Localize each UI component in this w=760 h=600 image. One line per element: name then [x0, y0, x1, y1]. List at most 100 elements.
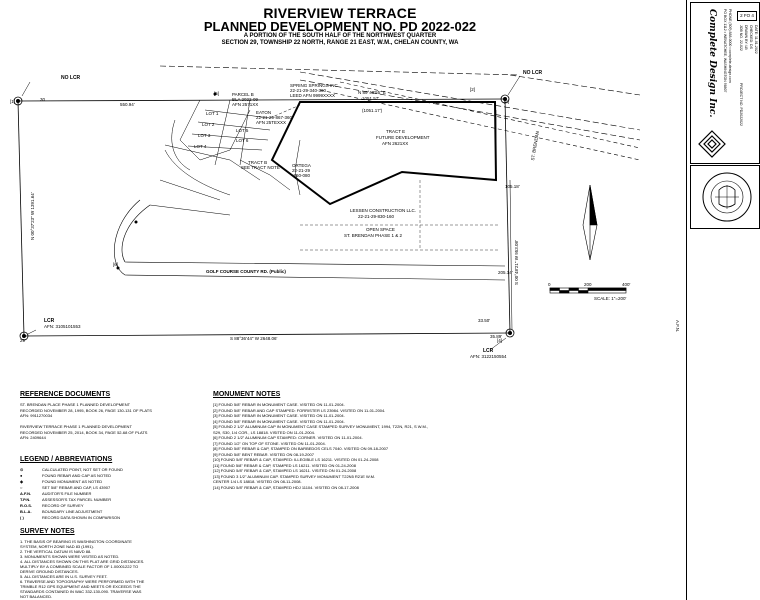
legend-symbol: A.F.N.: [20, 491, 32, 496]
note-line: RECORDED NOVEMBER 28, 1995, BOOK 26, PAG…: [20, 407, 152, 413]
tract-b-note: SEE TRACT NOTE: [241, 165, 280, 170]
location-line-1: A PORTION OF THE SOUTH HALF OF THE NORTH…: [243, 33, 437, 39]
legend-symbol: B.L.A.: [20, 509, 32, 514]
note-line: AFN: 9911270034: [20, 413, 53, 418]
note-line: [8] FOUND 5/8" REBAR & CAP, STAMPED ON B…: [213, 446, 389, 451]
note-line: 4. ALL DISTANCES SHOWN ON THIS PLAT ARE …: [20, 559, 145, 564]
afn-side-label: A.F.N.: [675, 320, 680, 333]
company-phone: PHONE (509) 888-0000 • complete-design.c…: [728, 9, 732, 83]
ortega-parcel: 22-21-29: [292, 168, 311, 173]
scale-400: 400': [622, 282, 631, 287]
note-line: 3. MONUMENTS SHOWN WERE VISITED AS NOTED…: [20, 554, 120, 559]
legend-symbol: ●: [20, 473, 23, 478]
marker-bl-label: [4]: [497, 338, 503, 343]
parcel-b-bla: BLA 2022-09: [232, 97, 259, 102]
note-line: 2. THE VERTICAL DATUM IS NAVD 88.: [20, 549, 92, 554]
legend-text: ASSESSOR'S TAX PARCEL NUMBER: [42, 497, 112, 502]
ortega-label: ORTEGA: [292, 163, 311, 168]
parcel-b-label: PARCEL B: [232, 92, 254, 97]
legend-text: RECORD DATA SHOWN IN COMPARISON: [42, 515, 121, 520]
note-line: ST. BRENDAN PLACE PHASE 1 PLANNED DEVELO…: [20, 402, 131, 407]
project-number: PROJECT NO. PD2022022: [739, 83, 743, 126]
note-line: RECORDED NOVEMBER 25, 2014, BOOK 34, PAG…: [20, 429, 148, 435]
lessen-owner: LESSEN CONSTRUCTION LLC.: [350, 208, 417, 213]
legend-list: ⊙CALCULATED POINT, NOT SET OR FOUND●FOUN…: [20, 467, 123, 521]
legend-symbol: ⊙: [20, 467, 24, 472]
survey-notes-list: 1. THE BASIS OF BEARING IS WASHINGTON CO…: [20, 539, 144, 599]
legend-symbol: ◈: [20, 479, 24, 484]
dist-left-top: 550.94': [120, 102, 135, 107]
scale-200: 200: [584, 282, 592, 287]
road-label: GOLF COURSE COUNTY RD. (Public): [206, 269, 286, 274]
plat-title: RIVERVIEW TERRACE: [263, 5, 417, 21]
right-vertical-bearing: S 00°48'21" W 953.08': [514, 240, 519, 285]
legend-item: B.L.A.BOUNDARY LINE ADJUSTMENT: [20, 509, 123, 515]
company-address: PO BOX 1112 • WENATCHEE, WASHINGTON 9880…: [723, 9, 727, 93]
legend-item: ●FOUND REBAR AND CAP AS NOTED: [20, 473, 123, 479]
legend-item: ⊙CALCULATED POINT, NOT SET OR FOUND: [20, 467, 123, 473]
scale-0: 0: [548, 282, 551, 287]
job-number: JOB NO. 22-022: [739, 25, 743, 51]
lot-1-label: LOT 1: [206, 111, 219, 116]
lcr-right-label: LCR: [483, 348, 494, 354]
legend-item: R.O.S.RECORD OF SURVEY: [20, 503, 123, 509]
location-line-2: SECTION 29, TOWNSHIP 22 NORTH, RANGE 21 …: [221, 40, 459, 46]
lcr-left-label: LCR: [44, 318, 55, 324]
legend-symbol: R.O.S.: [20, 503, 33, 508]
legend-text: AUDITOR'S FILE NUMBER: [42, 491, 92, 496]
lcr-left-afn: AFN: 3105101553: [44, 324, 81, 329]
tract-e-future: FUTURE DEVELOPMENT: [376, 135, 430, 140]
note-line: NOT BALANCED.: [20, 594, 53, 599]
no-lcr-right-label: NO LCR: [523, 70, 543, 76]
note-line: [6] FOUND 2 1/2" ALUMINUM CAP STAMPED: C…: [213, 435, 363, 440]
marker-corner-30: 30: [40, 97, 46, 102]
lessen-parcel: 22-21-29-830-160: [358, 214, 395, 219]
note-line: MULTIPLY BY A COMBINED SCALE FACTOR OF 1…: [20, 564, 139, 569]
note-line: RIVERVIEW TERRACE PHASE 1 PLANNED DEVELO…: [20, 424, 132, 429]
bearing-top: N 89°48'55" E: [358, 90, 387, 95]
no-lcr-left-label: NO LCR: [61, 75, 81, 81]
seal-box: [690, 165, 760, 229]
monument-heading: MONUMENT NOTES: [213, 391, 281, 398]
marker-dot-1: [5]: [214, 91, 220, 96]
note-line: [4] FOUND 5/8" REBAR IN MONUMENT CASE. V…: [213, 418, 345, 424]
dist-top: 1051.57': [362, 96, 380, 101]
legend-item: T.P.N.ASSESSOR'S TAX PARCEL NUMBER: [20, 497, 123, 503]
note-line: [12] FOUND 5/8" REBAR & CAP, STAMPED LS …: [213, 468, 357, 473]
note-line: [2] FOUND 5/8" REBAR AND CAP STAMPED: FO…: [213, 407, 386, 413]
surveyor-seal-icon: [702, 172, 752, 222]
spring-parcel: 22-21-29-340-360: [290, 88, 327, 93]
checked-by: CHECKED: DS: [749, 25, 753, 49]
note-line: CENTER 1/4 LS 18818. VISITED ON 08-11-20…: [213, 479, 302, 484]
legend-heading: LEGEND / ABBREVIATIONS: [20, 456, 113, 463]
plat-date: DATE: 11-01-2022: [754, 25, 758, 54]
parcel-b-afn: AFN 2571XX: [232, 102, 259, 107]
note-line: [10] FOUND 5/8" REBAR & CAP, STAMPED: IL…: [213, 457, 379, 462]
spring-afn: LEED AFN 9999XXXX: [290, 93, 336, 98]
note-line: [13] FOUND 3 1/2" ALUMINUM CAP. STAMPED …: [213, 473, 376, 479]
tract-b-label: TRACT B: [248, 160, 268, 165]
note-line: TRIMBLE R12 GPS EQUIPMENT AND MEETS OR E…: [20, 584, 141, 589]
reference-list: ST. BRENDAN PLACE PHASE 1 PLANNED DEVELO…: [20, 402, 152, 441]
note-line: SYSTEM, NORTH ZONE NAD 83 (1991).: [20, 544, 94, 549]
lot-2-label: LOT 2: [202, 122, 215, 127]
plat-subtitle: PLANNED DEVELOPMENT NO. PD 2022-022: [203, 19, 477, 34]
marker-top-left: [1]: [10, 99, 16, 104]
note-line: 6. TRAVERSE AND TOPOGRAPHY WERE PERFORME…: [20, 579, 145, 584]
marker-corner-29: 29: [20, 338, 26, 343]
note-line: DERIVE GROUND DISTANCES.: [20, 569, 79, 574]
scale-bar: [549, 287, 627, 294]
note-line: AFN: 2409644: [20, 435, 46, 440]
legend-text: SET 5/8" REBAR AND CAP, LS 43907: [42, 485, 111, 490]
note-line: 1. THE BASIS OF BEARING IS WASHINGTON CO…: [20, 539, 132, 544]
bearing-bottom: S 88°36'44" W 2648.06': [230, 336, 278, 341]
legend-item: ○SET 5/8" REBAR AND CAP, LS 43907: [20, 485, 123, 491]
spring-owner: SPRING SPRINGS INC.: [290, 83, 340, 88]
note-line: [14] FOUND 5/8" REBAR & CAP, STAMPED HDJ…: [213, 484, 359, 490]
note-line: [5] FOUND 2 1/2" ALUMINUM CAP IN MONUMEN…: [213, 424, 429, 429]
dist-top-record: (1051.17'): [362, 108, 383, 113]
open-space-label: OPEN SPACE: [366, 227, 395, 232]
survey-map: [13, 65, 641, 351]
marker-right-top: [2]: [470, 87, 476, 92]
